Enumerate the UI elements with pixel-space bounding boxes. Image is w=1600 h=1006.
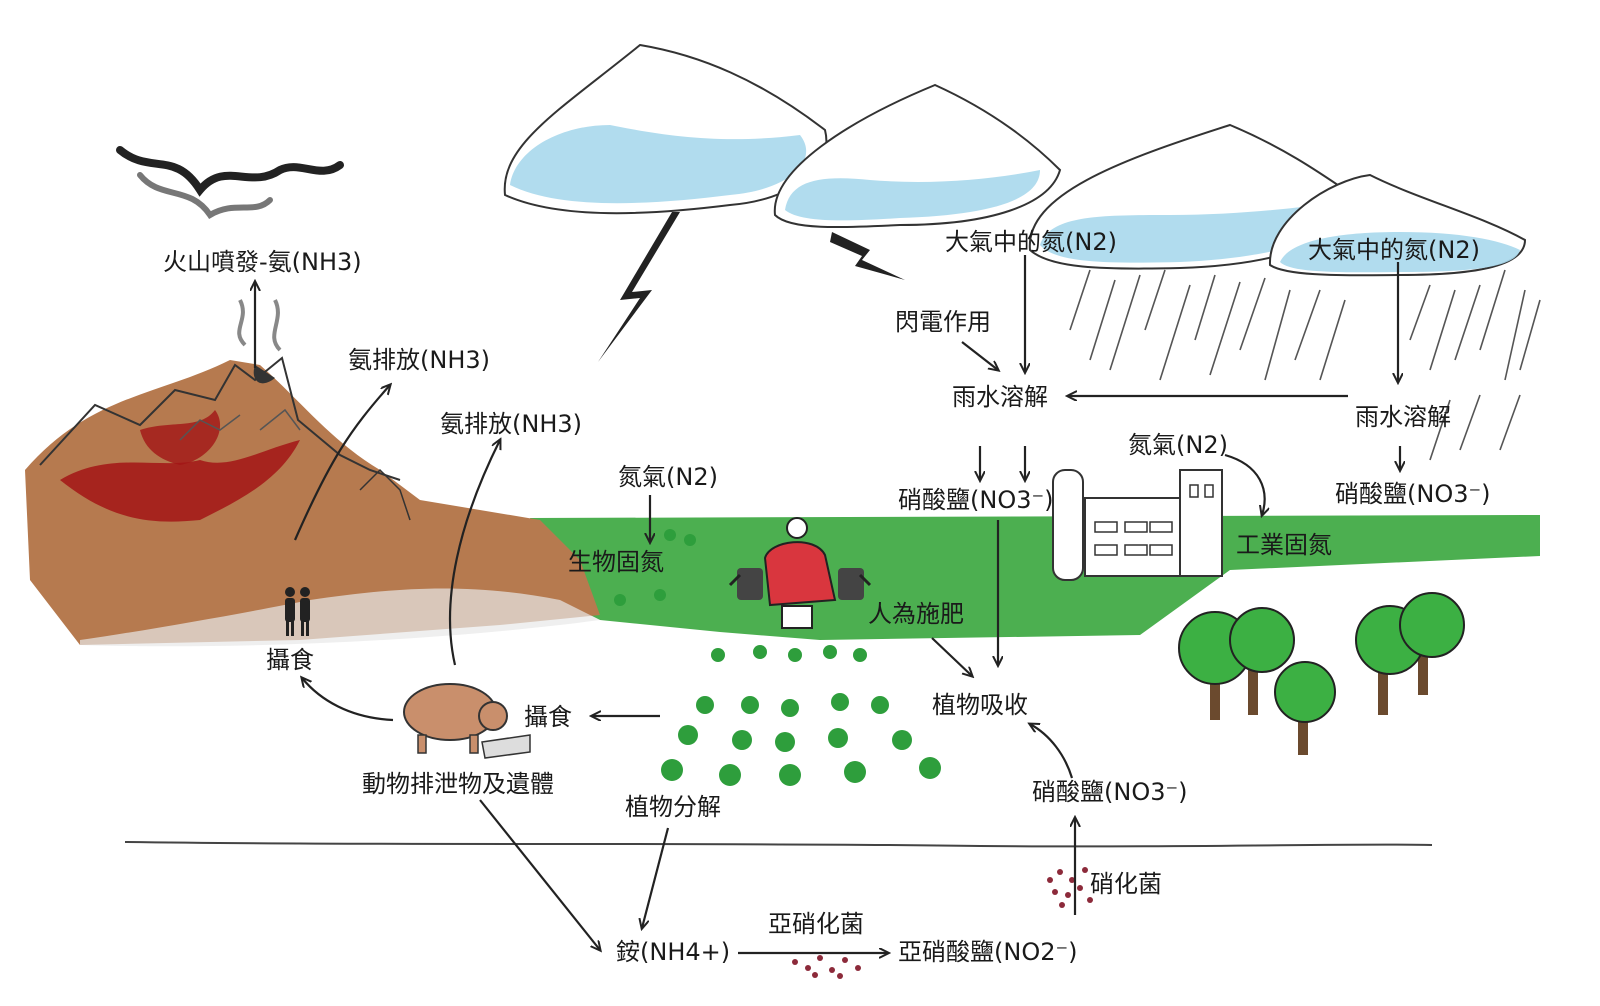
label-nitrate-3: 硝酸鹽(NO3⁻) [1032,778,1188,806]
pig [403,683,531,759]
label-nitrate-2: 硝酸鹽(NO3⁻) [1335,480,1491,508]
label-nitrify-bacteria: 硝化菌 [1090,870,1162,898]
factory [1052,469,1223,581]
label-industrial-fixation: 工業固氮 [1236,531,1332,559]
label-nitrogen-gas-2: 氮氣(N2) [1128,431,1228,459]
label-volcano-ammonia: 火山噴發-氨(NH3) [163,248,362,276]
soil-line [124,841,1433,848]
label-nitrogen-gas-1: 氮氣(N2) [618,463,718,491]
label-ammonia-emission-1: 氨排放(NH3) [348,346,490,374]
label-rain-dissolve-1: 雨水溶解 [952,383,1048,411]
people [285,587,310,636]
clouds [503,43,1527,277]
lightning-bolts [598,212,905,362]
label-atm-nitrogen-1: 大氣中的氮(N2) [945,228,1117,256]
label-lightning: 閃電作用 [895,308,991,336]
arrows [255,255,1400,953]
label-nitrite: 亞硝酸鹽(NO2⁻) [898,938,1078,966]
label-plant-uptake: 植物吸收 [932,691,1028,719]
tractor [728,517,872,629]
label-animal-waste: 動物排泄物及遺體 [362,770,554,798]
rain [1069,269,1541,461]
label-plant-decompose: 植物分解 [625,793,721,821]
label-ammonium: 銨(NH4+) [616,938,730,966]
label-fertilizer: 人為施肥 [868,600,964,628]
label-ammonia-emission-2: 氨排放(NH3) [440,410,582,438]
label-ingest-1: 攝食 [266,646,314,674]
label-bio-fixation: 生物固氮 [568,548,664,576]
label-ingest-2: 攝食 [524,703,572,731]
label-atm-nitrogen-2: 大氣中的氮(N2) [1308,236,1480,264]
volcano-smoke [116,146,344,352]
bacteria-clusters [792,867,1093,979]
crops [614,529,941,786]
labels: 火山噴發-氨(NH3) 氨排放(NH3) 氨排放(NH3) 氮氣(N2) 生物固… [163,228,1491,966]
label-rain-dissolve-2: 雨水溶解 [1355,403,1451,431]
label-nitrite-bacteria: 亞硝化菌 [768,910,864,938]
label-nitrate-1: 硝酸鹽(NO3⁻) [898,486,1054,514]
trees [1178,592,1465,755]
